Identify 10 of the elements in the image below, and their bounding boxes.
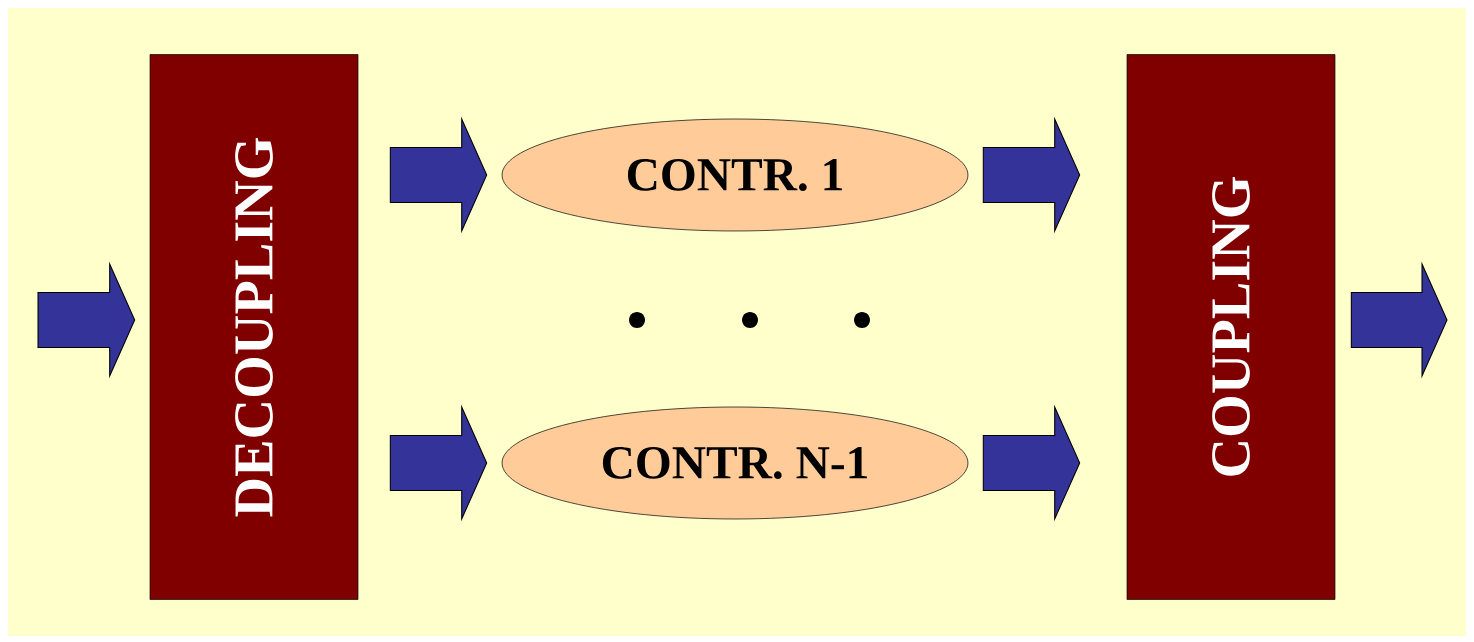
block-arrow <box>982 116 1081 234</box>
block-arrow <box>37 261 136 379</box>
vertical-block: DECOUPLING <box>149 54 359 600</box>
ellipse-node: CONTR. 1 <box>501 118 969 232</box>
block-arrow <box>1350 261 1448 379</box>
ellipse-node: CONTR. N-1 <box>501 406 969 520</box>
block-arrow <box>389 404 488 522</box>
vertical-block: COUPLING <box>1126 54 1336 600</box>
block-arrow <box>389 116 488 234</box>
block-arrow <box>982 404 1081 522</box>
